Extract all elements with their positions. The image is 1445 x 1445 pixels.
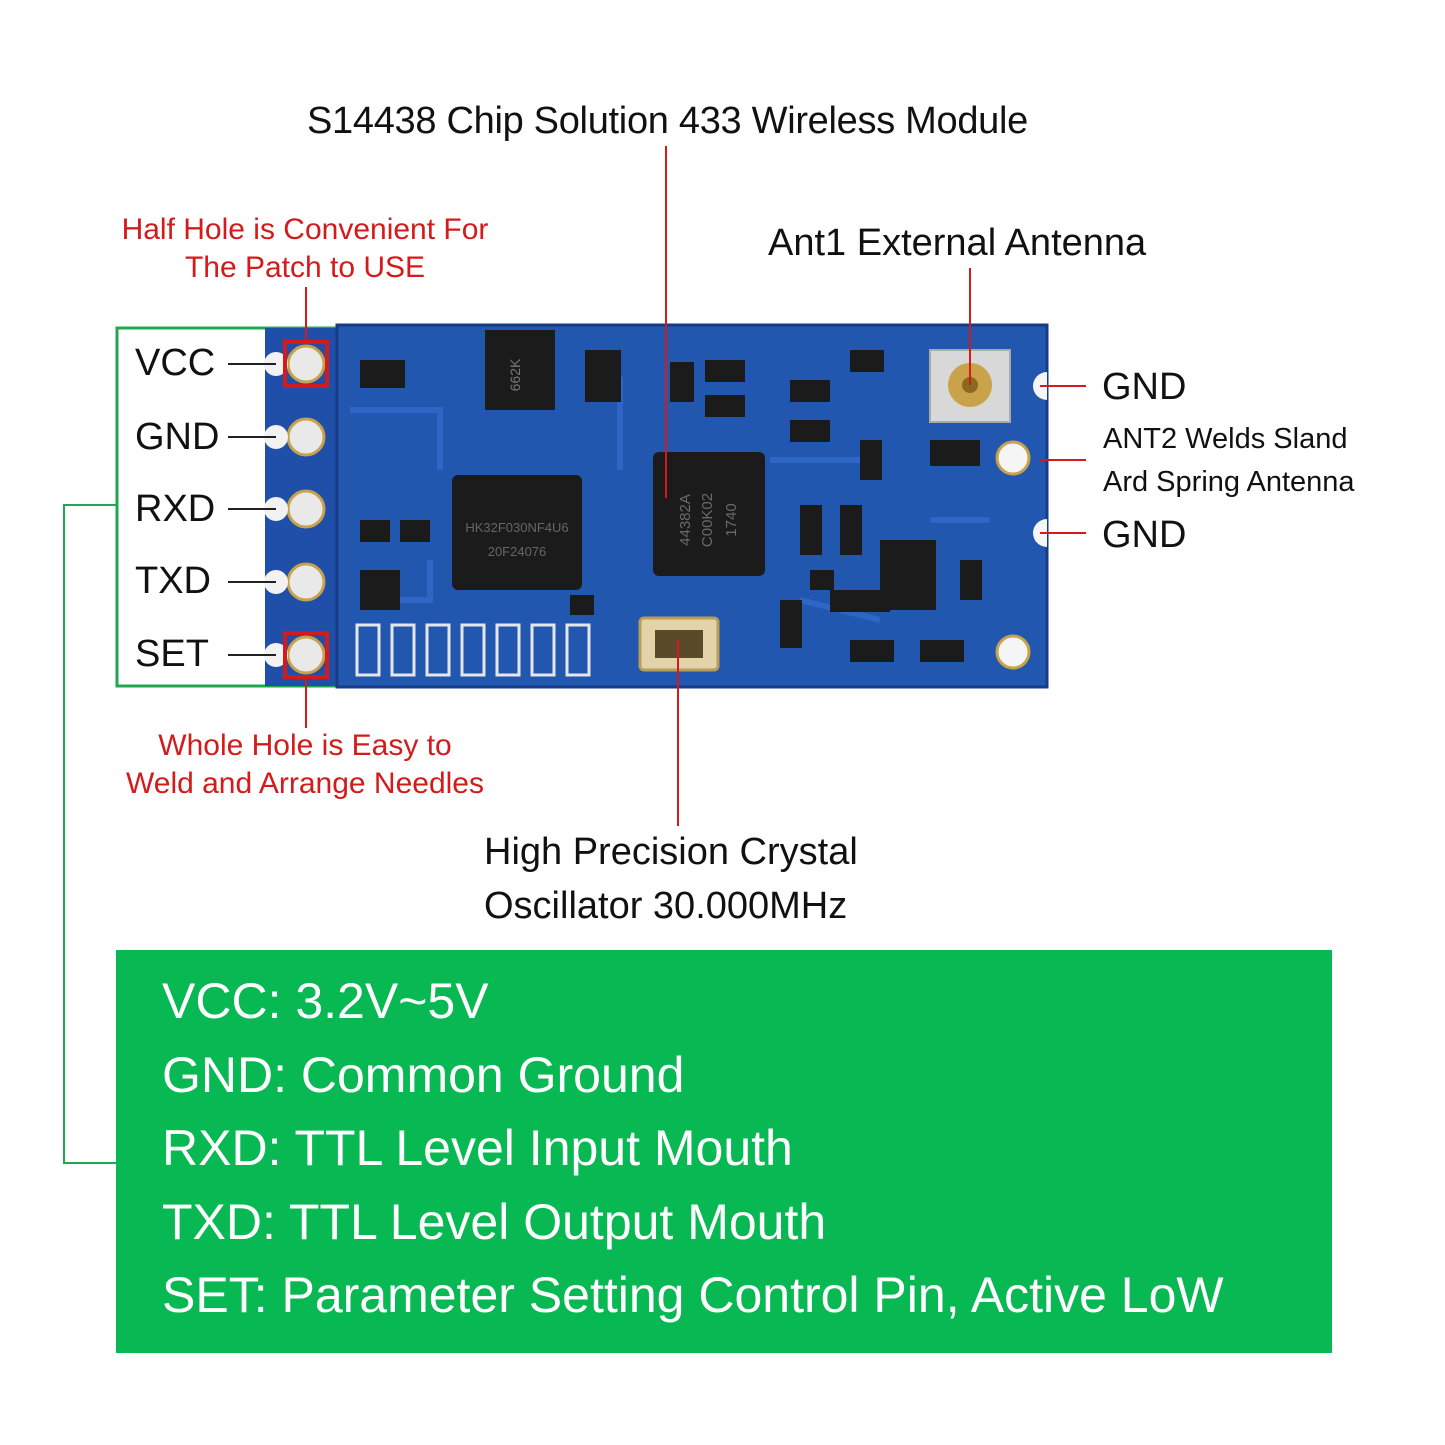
rxd-connector-line — [63, 504, 117, 1164]
rf-chip-code-2: C00K02 — [699, 493, 716, 547]
pin-label-set: SET — [135, 633, 209, 675]
half-hole-note: Half Hole is Convenient For The Patch to… — [60, 211, 550, 287]
whole-hole-note-line-1: Whole Hole is Easy to — [158, 729, 452, 762]
pin-label-rxd: RXD — [135, 488, 216, 530]
gnd-top-label: GND — [1102, 366, 1187, 408]
spec-txd: TXD: TTL Level Output Mouth — [162, 1194, 827, 1250]
ant1-label: Ant1 External Antenna — [768, 222, 1147, 264]
half-hole-note-line-1: Half Hole is Convenient For — [121, 213, 489, 246]
rf-chip — [653, 452, 765, 576]
whole-hole-note-line-2: Weld and Arrange Needles — [125, 767, 484, 800]
spec-set: SET: Parameter Setting Control Pin, Acti… — [162, 1267, 1224, 1323]
spec-vcc: VCC: 3.2V~5V — [162, 973, 489, 1029]
spec-rxd: RXD: TTL Level Input Mouth — [162, 1120, 793, 1176]
pin-label-vcc: VCC — [135, 342, 216, 384]
half-hole-note-line-2: The Patch to USE — [184, 251, 426, 284]
pin-spec-box: VCC: 3.2V~5V GND: Common Ground RXD: TTL… — [116, 950, 1332, 1353]
ant2-label-line-1: ANT2 Welds Sland — [1103, 423, 1348, 455]
pcb-board: HK32F030NF4U6 20F24076 44382A C00K02 174… — [264, 323, 1049, 689]
pin-label-gnd: GND — [135, 416, 220, 458]
ant2-label: ANT2 Welds Sland Ard Spring Antenna — [1103, 418, 1355, 504]
ant2-label-line-2: Ard Spring Antenna — [1103, 466, 1355, 498]
mcu-chip-code: 20F24076 — [488, 544, 547, 559]
regulator-chip — [485, 330, 555, 410]
crystal-label-line-2: Oscillator 30.000MHz — [484, 885, 848, 927]
ant2-hole — [995, 440, 1031, 476]
mcu-chip — [452, 475, 582, 590]
whole-hole-note: Whole Hole is Easy to Weld and Arrange N… — [60, 727, 550, 803]
crystal-label-line-1: High Precision Crystal — [484, 831, 858, 873]
mcu-chip-label: HK32F030NF4U6 — [465, 520, 568, 535]
rf-chip-code-1: 44382A — [677, 494, 694, 546]
module-title: S14438 Chip Solution 433 Wireless Module — [307, 100, 1028, 142]
crystal-label: High Precision Crystal Oscillator 30.000… — [484, 825, 858, 933]
spec-gnd: GND: Common Ground — [162, 1047, 685, 1103]
pin-label-txd: TXD — [135, 560, 211, 602]
regulator-chip-label: 662K — [507, 358, 523, 391]
gnd-bottom-label: GND — [1102, 514, 1187, 556]
rf-chip-code-3: 1740 — [723, 503, 740, 536]
mount-hole — [995, 634, 1031, 670]
